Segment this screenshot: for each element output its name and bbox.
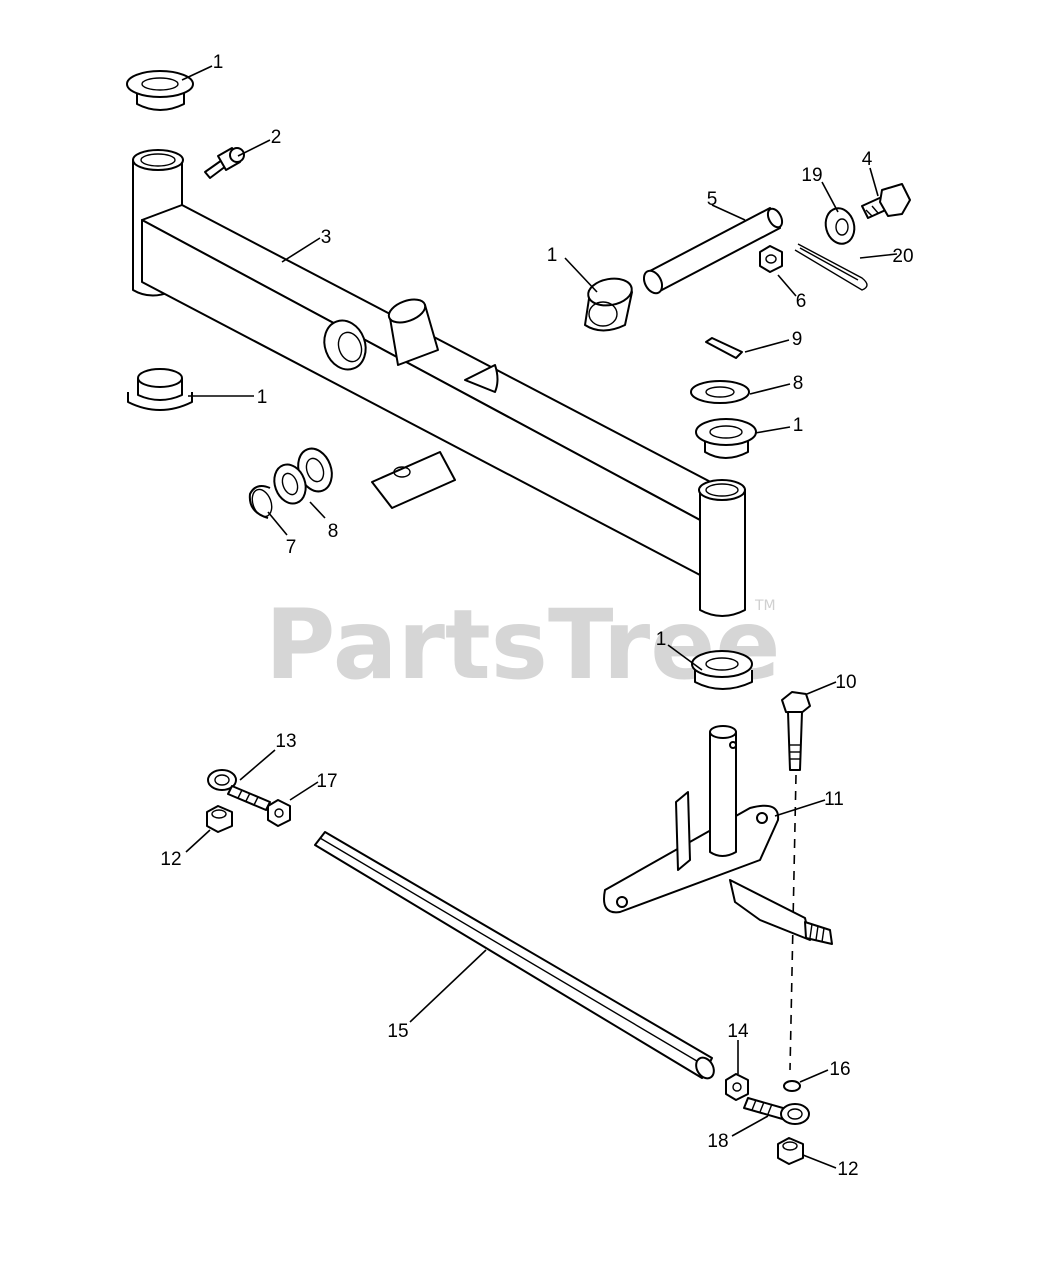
beam-front-face	[141, 219, 701, 576]
left-tube-bore	[140, 153, 176, 167]
callout-c8a: 8	[793, 373, 804, 394]
bushing-bottom-right	[691, 650, 753, 690]
leader-line-c11	[774, 799, 826, 817]
leader-line-c15	[409, 949, 487, 1023]
leader-line-c12a	[185, 829, 211, 853]
leader-line-c20	[859, 253, 898, 259]
leader-line-c17	[289, 781, 319, 801]
watermark-trademark: TM	[754, 598, 776, 614]
leader-line-c16	[799, 1069, 829, 1083]
callout-c17: 17	[316, 771, 337, 792]
leader-line-c1c	[754, 426, 791, 434]
leader-line-c12b	[802, 1154, 837, 1169]
leader-line-c7	[267, 511, 288, 536]
washer-8-left-b	[273, 463, 307, 505]
washer-19	[824, 207, 856, 245]
tie-rod-end-13	[207, 769, 271, 811]
leader-line-c1e	[667, 644, 703, 671]
bushing-mid-left	[127, 368, 193, 411]
callout-c10: 10	[835, 672, 856, 693]
bushing-pivot	[323, 319, 367, 371]
nut-6	[759, 245, 783, 273]
callout-c11: 11	[824, 789, 844, 810]
washer-16	[783, 1080, 801, 1092]
callout-c13: 13	[275, 731, 296, 752]
callout-c14: 14	[727, 1021, 749, 1042]
leader-line-c9	[744, 339, 790, 353]
callout-c9: 9	[792, 329, 803, 350]
leader-line-c8b	[309, 501, 326, 519]
axle-beam	[132, 149, 746, 617]
callout-c5: 5	[707, 189, 718, 210]
leader-line-c18	[731, 1115, 769, 1137]
bushing-top-left	[126, 70, 194, 111]
spindle	[603, 725, 833, 945]
callout-c1d: 1	[257, 387, 268, 408]
leader-line-c1b	[564, 257, 598, 293]
mounting-tab-hole	[393, 466, 411, 478]
bushing-upper-right	[584, 277, 633, 332]
callout-c20: 20	[892, 246, 913, 267]
leader-line-c19	[821, 181, 839, 213]
tie-rod-end-18	[743, 1097, 810, 1125]
callout-c15: 15	[387, 1021, 408, 1042]
callout-c1a: 1	[213, 52, 224, 73]
bushing-right-stack	[695, 418, 757, 459]
leader-line-c6	[777, 274, 797, 297]
right-tube-bore	[705, 483, 739, 497]
callout-c6: 6	[796, 291, 807, 312]
pivot-stub-end	[387, 298, 427, 324]
retaining-ring	[248, 485, 273, 519]
grease-fitting	[204, 147, 245, 179]
callout-c8b: 8	[328, 521, 339, 542]
callout-c1c: 1	[793, 415, 804, 436]
callout-c1b: 1	[547, 245, 558, 266]
leader-line-c2	[237, 139, 271, 157]
callout-c3: 3	[321, 227, 332, 248]
bolt-4	[861, 183, 911, 219]
left-tube-top	[132, 149, 184, 171]
cotter-pin	[794, 243, 868, 291]
leader-line-c3	[281, 237, 321, 263]
callout-c19: 19	[801, 165, 822, 186]
callout-c4: 4	[862, 149, 873, 170]
nut-12-right	[777, 1137, 804, 1165]
callout-c12b: 12	[837, 1159, 858, 1180]
callout-c1e: 1	[656, 629, 667, 650]
rear-pivot-stub	[464, 364, 499, 393]
right-tube-top	[698, 479, 746, 501]
pivot-pin	[642, 207, 784, 295]
leader-line-c5	[711, 204, 746, 221]
callout-c7: 7	[286, 537, 297, 558]
callout-c18: 18	[707, 1131, 728, 1152]
leader-line-c13	[239, 749, 276, 781]
callout-leader-lines	[181, 65, 898, 1169]
callout-c12a: 12	[160, 849, 181, 870]
bolt-10	[781, 691, 811, 771]
nut-14	[725, 1073, 749, 1101]
leader-line-c8a	[749, 383, 791, 395]
mounting-tab	[371, 451, 456, 509]
leader-line-c10	[806, 681, 837, 695]
callout-c2: 2	[271, 127, 282, 148]
right-spindle-tube	[699, 489, 746, 617]
leader-line-c4	[869, 167, 879, 197]
nut-17	[267, 799, 291, 827]
key-9	[705, 337, 743, 359]
callout-c16: 16	[829, 1059, 850, 1080]
washer-8-right	[690, 380, 750, 404]
nut-12-left	[206, 805, 233, 833]
leader-line-c1a	[181, 65, 213, 81]
tie-rod	[314, 831, 715, 1080]
